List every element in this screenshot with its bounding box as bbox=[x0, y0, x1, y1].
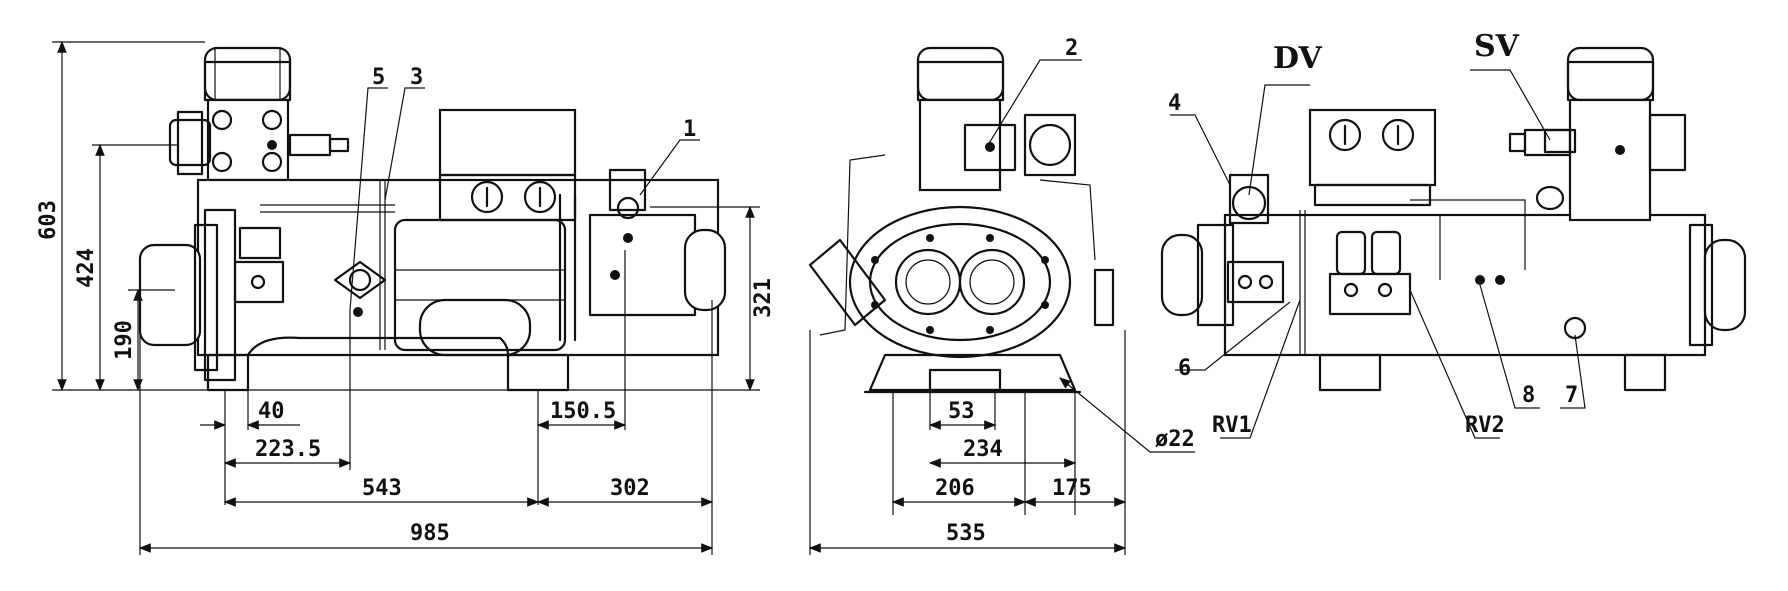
callout-sv: SV bbox=[1474, 29, 1520, 64]
side-view bbox=[138, 46, 727, 392]
dim-302: 302 bbox=[610, 476, 650, 501]
rear-view bbox=[1160, 46, 1747, 392]
callout-4: 4 bbox=[1168, 91, 1181, 116]
callout-1: 1 bbox=[683, 117, 696, 142]
dim-150-5: 150.5 bbox=[550, 399, 616, 424]
side-view-dimension-labels: 603 424 190 321 40 223.5 150.5 543 302 9… bbox=[36, 65, 776, 546]
dim-53: 53 bbox=[948, 399, 975, 424]
front-view-labels: 53 234 206 175 535 ø22 2 bbox=[935, 36, 1195, 546]
callout-7: 7 bbox=[1565, 383, 1578, 408]
dim-603: 603 bbox=[36, 200, 61, 240]
dim-phi22: ø22 bbox=[1155, 427, 1195, 452]
callout-5: 5 bbox=[372, 65, 385, 90]
rear-view-callouts: DV SV 4 6 RV1 RV2 8 7 bbox=[1168, 29, 1586, 439]
dim-535: 535 bbox=[946, 521, 986, 546]
callout-6: 6 bbox=[1178, 356, 1191, 381]
callout-dv: DV bbox=[1273, 41, 1322, 76]
front-view-dimensions bbox=[808, 59, 1195, 555]
callout-8: 8 bbox=[1522, 383, 1535, 408]
dim-223-5: 223.5 bbox=[255, 437, 321, 462]
dim-190: 190 bbox=[112, 320, 137, 360]
front-view bbox=[808, 46, 1115, 394]
dim-40: 40 bbox=[258, 399, 285, 424]
dim-985: 985 bbox=[410, 521, 450, 546]
dim-543: 543 bbox=[362, 476, 402, 501]
callout-2: 2 bbox=[1065, 36, 1078, 61]
dim-206: 206 bbox=[935, 476, 975, 501]
callout-rv2: RV2 bbox=[1465, 413, 1505, 438]
dim-175: 175 bbox=[1052, 476, 1092, 501]
dim-321: 321 bbox=[751, 278, 776, 318]
dim-424: 424 bbox=[74, 248, 99, 288]
dim-234: 234 bbox=[963, 437, 1003, 462]
callout-rv1: RV1 bbox=[1212, 413, 1252, 438]
side-view-dimensions bbox=[52, 40, 760, 555]
callout-3: 3 bbox=[410, 65, 423, 90]
